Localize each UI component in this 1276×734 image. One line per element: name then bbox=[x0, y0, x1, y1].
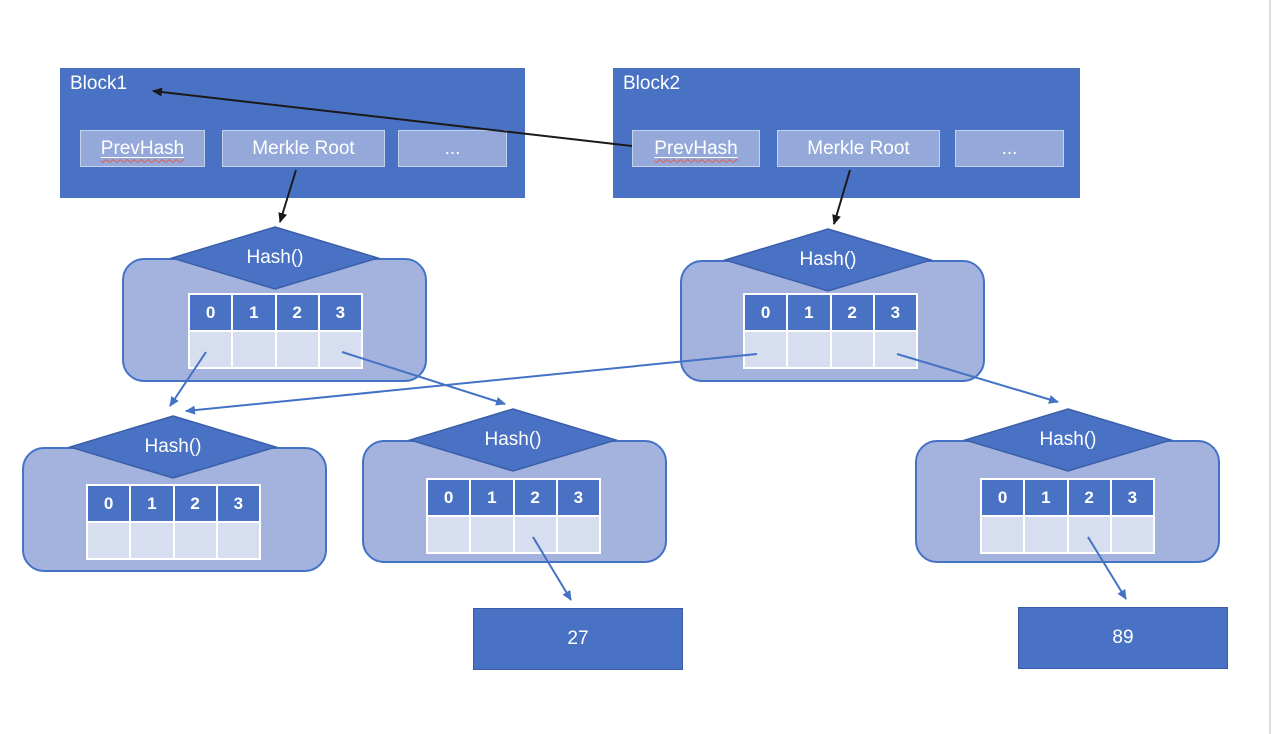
bucket-header-cell: 0 bbox=[745, 295, 787, 330]
bucket-data-cell bbox=[1025, 517, 1067, 552]
leaf-value-box-27: 27 bbox=[473, 608, 683, 670]
bucket-header-cell: 3 bbox=[319, 295, 361, 330]
bucket-header-cell: 1 bbox=[1025, 480, 1067, 515]
bucket-header-cell: 1 bbox=[131, 486, 173, 521]
bucket-data-cell bbox=[131, 523, 173, 558]
merkle-root-label: Merkle Root bbox=[252, 137, 355, 159]
hash-label: Hash() bbox=[144, 436, 202, 457]
bucket-header-cell: 1 bbox=[471, 480, 513, 515]
bucket-header-cell: 3 bbox=[217, 486, 259, 521]
merkle-root-label: Merkle Root bbox=[807, 137, 910, 159]
bucket-data-cell bbox=[831, 332, 873, 367]
bucket-data-cell bbox=[276, 332, 318, 367]
bucket-table: 0 1 2 3 bbox=[86, 484, 261, 560]
bucket-data-cell bbox=[217, 523, 259, 558]
bucket-header-cell: 1 bbox=[233, 295, 275, 330]
leaf-value-box-89: 89 bbox=[1018, 607, 1228, 669]
bucket-header-cell: 2 bbox=[174, 486, 216, 521]
bucket-data-cell bbox=[982, 517, 1024, 552]
bucket-table: 0 1 2 3 bbox=[188, 293, 363, 369]
bucket-data-cell bbox=[557, 517, 599, 552]
block2-merkle-root-field: Merkle Root bbox=[777, 130, 940, 167]
block1-merkle-root-field: Merkle Root bbox=[222, 130, 385, 167]
hash-diamond bbox=[963, 408, 1173, 472]
bucket-header-cell: 0 bbox=[88, 486, 130, 521]
bucket-data-cell bbox=[319, 332, 361, 367]
bucket-table: 0 1 2 3 bbox=[426, 478, 601, 554]
bucket-header-cell: 2 bbox=[276, 295, 318, 330]
bucket-header-cell: 2 bbox=[1068, 480, 1110, 515]
slide-edge-line bbox=[1269, 0, 1271, 734]
bucket-data-cell bbox=[514, 517, 556, 552]
hash-label: Hash() bbox=[1039, 429, 1097, 450]
hash-label: Hash() bbox=[246, 247, 304, 268]
ellipsis-label: ... bbox=[444, 137, 461, 159]
prevhash-label: PrevHash bbox=[100, 137, 185, 159]
bucket-header-cell: 3 bbox=[1111, 480, 1153, 515]
hash-diamond bbox=[723, 228, 933, 292]
block1: Block1 PrevHash Merkle Root ... bbox=[60, 68, 525, 198]
prevhash-label: PrevHash bbox=[654, 137, 738, 159]
leaf-value-label: 89 bbox=[1112, 627, 1134, 648]
bucket-header-cell: 3 bbox=[557, 480, 599, 515]
bucket-data-cell bbox=[174, 523, 216, 558]
bucket-data-cell bbox=[874, 332, 916, 367]
block1-ellipsis-field: ... bbox=[398, 130, 507, 167]
block1-title: Block1 bbox=[70, 73, 128, 94]
ellipsis-label: ... bbox=[1001, 137, 1018, 159]
bucket-table: 0 1 2 3 bbox=[743, 293, 918, 369]
leaf-value-label: 27 bbox=[567, 628, 589, 649]
block1-prevhash-field: PrevHash bbox=[80, 130, 205, 167]
bucket-table: 0 1 2 3 bbox=[980, 478, 1155, 554]
bucket-header-cell: 3 bbox=[874, 295, 916, 330]
hash-label: Hash() bbox=[799, 249, 857, 270]
bucket-header-cell: 0 bbox=[428, 480, 470, 515]
block2: Block2 PrevHash Merkle Root ... bbox=[613, 68, 1080, 198]
block2-title: Block2 bbox=[623, 73, 681, 94]
bucket-data-cell bbox=[190, 332, 232, 367]
hash-label: Hash() bbox=[484, 429, 542, 450]
hash-diamond bbox=[408, 408, 618, 472]
bucket-data-cell bbox=[428, 517, 470, 552]
bucket-data-cell bbox=[1111, 517, 1153, 552]
bucket-header-cell: 0 bbox=[190, 295, 232, 330]
hash-diamond bbox=[68, 415, 278, 479]
bucket-header-cell: 1 bbox=[788, 295, 830, 330]
block2-prevhash-field: PrevHash bbox=[632, 130, 760, 167]
bucket-header-cell: 2 bbox=[831, 295, 873, 330]
block2-ellipsis-field: ... bbox=[955, 130, 1064, 167]
bucket-data-cell bbox=[745, 332, 787, 367]
bucket-data-cell bbox=[88, 523, 130, 558]
bucket-data-cell bbox=[471, 517, 513, 552]
hash-diamond bbox=[170, 226, 380, 290]
bucket-header-cell: 2 bbox=[514, 480, 556, 515]
bucket-header-cell: 0 bbox=[982, 480, 1024, 515]
bucket-data-cell bbox=[233, 332, 275, 367]
bucket-data-cell bbox=[1068, 517, 1110, 552]
bucket-data-cell bbox=[788, 332, 830, 367]
